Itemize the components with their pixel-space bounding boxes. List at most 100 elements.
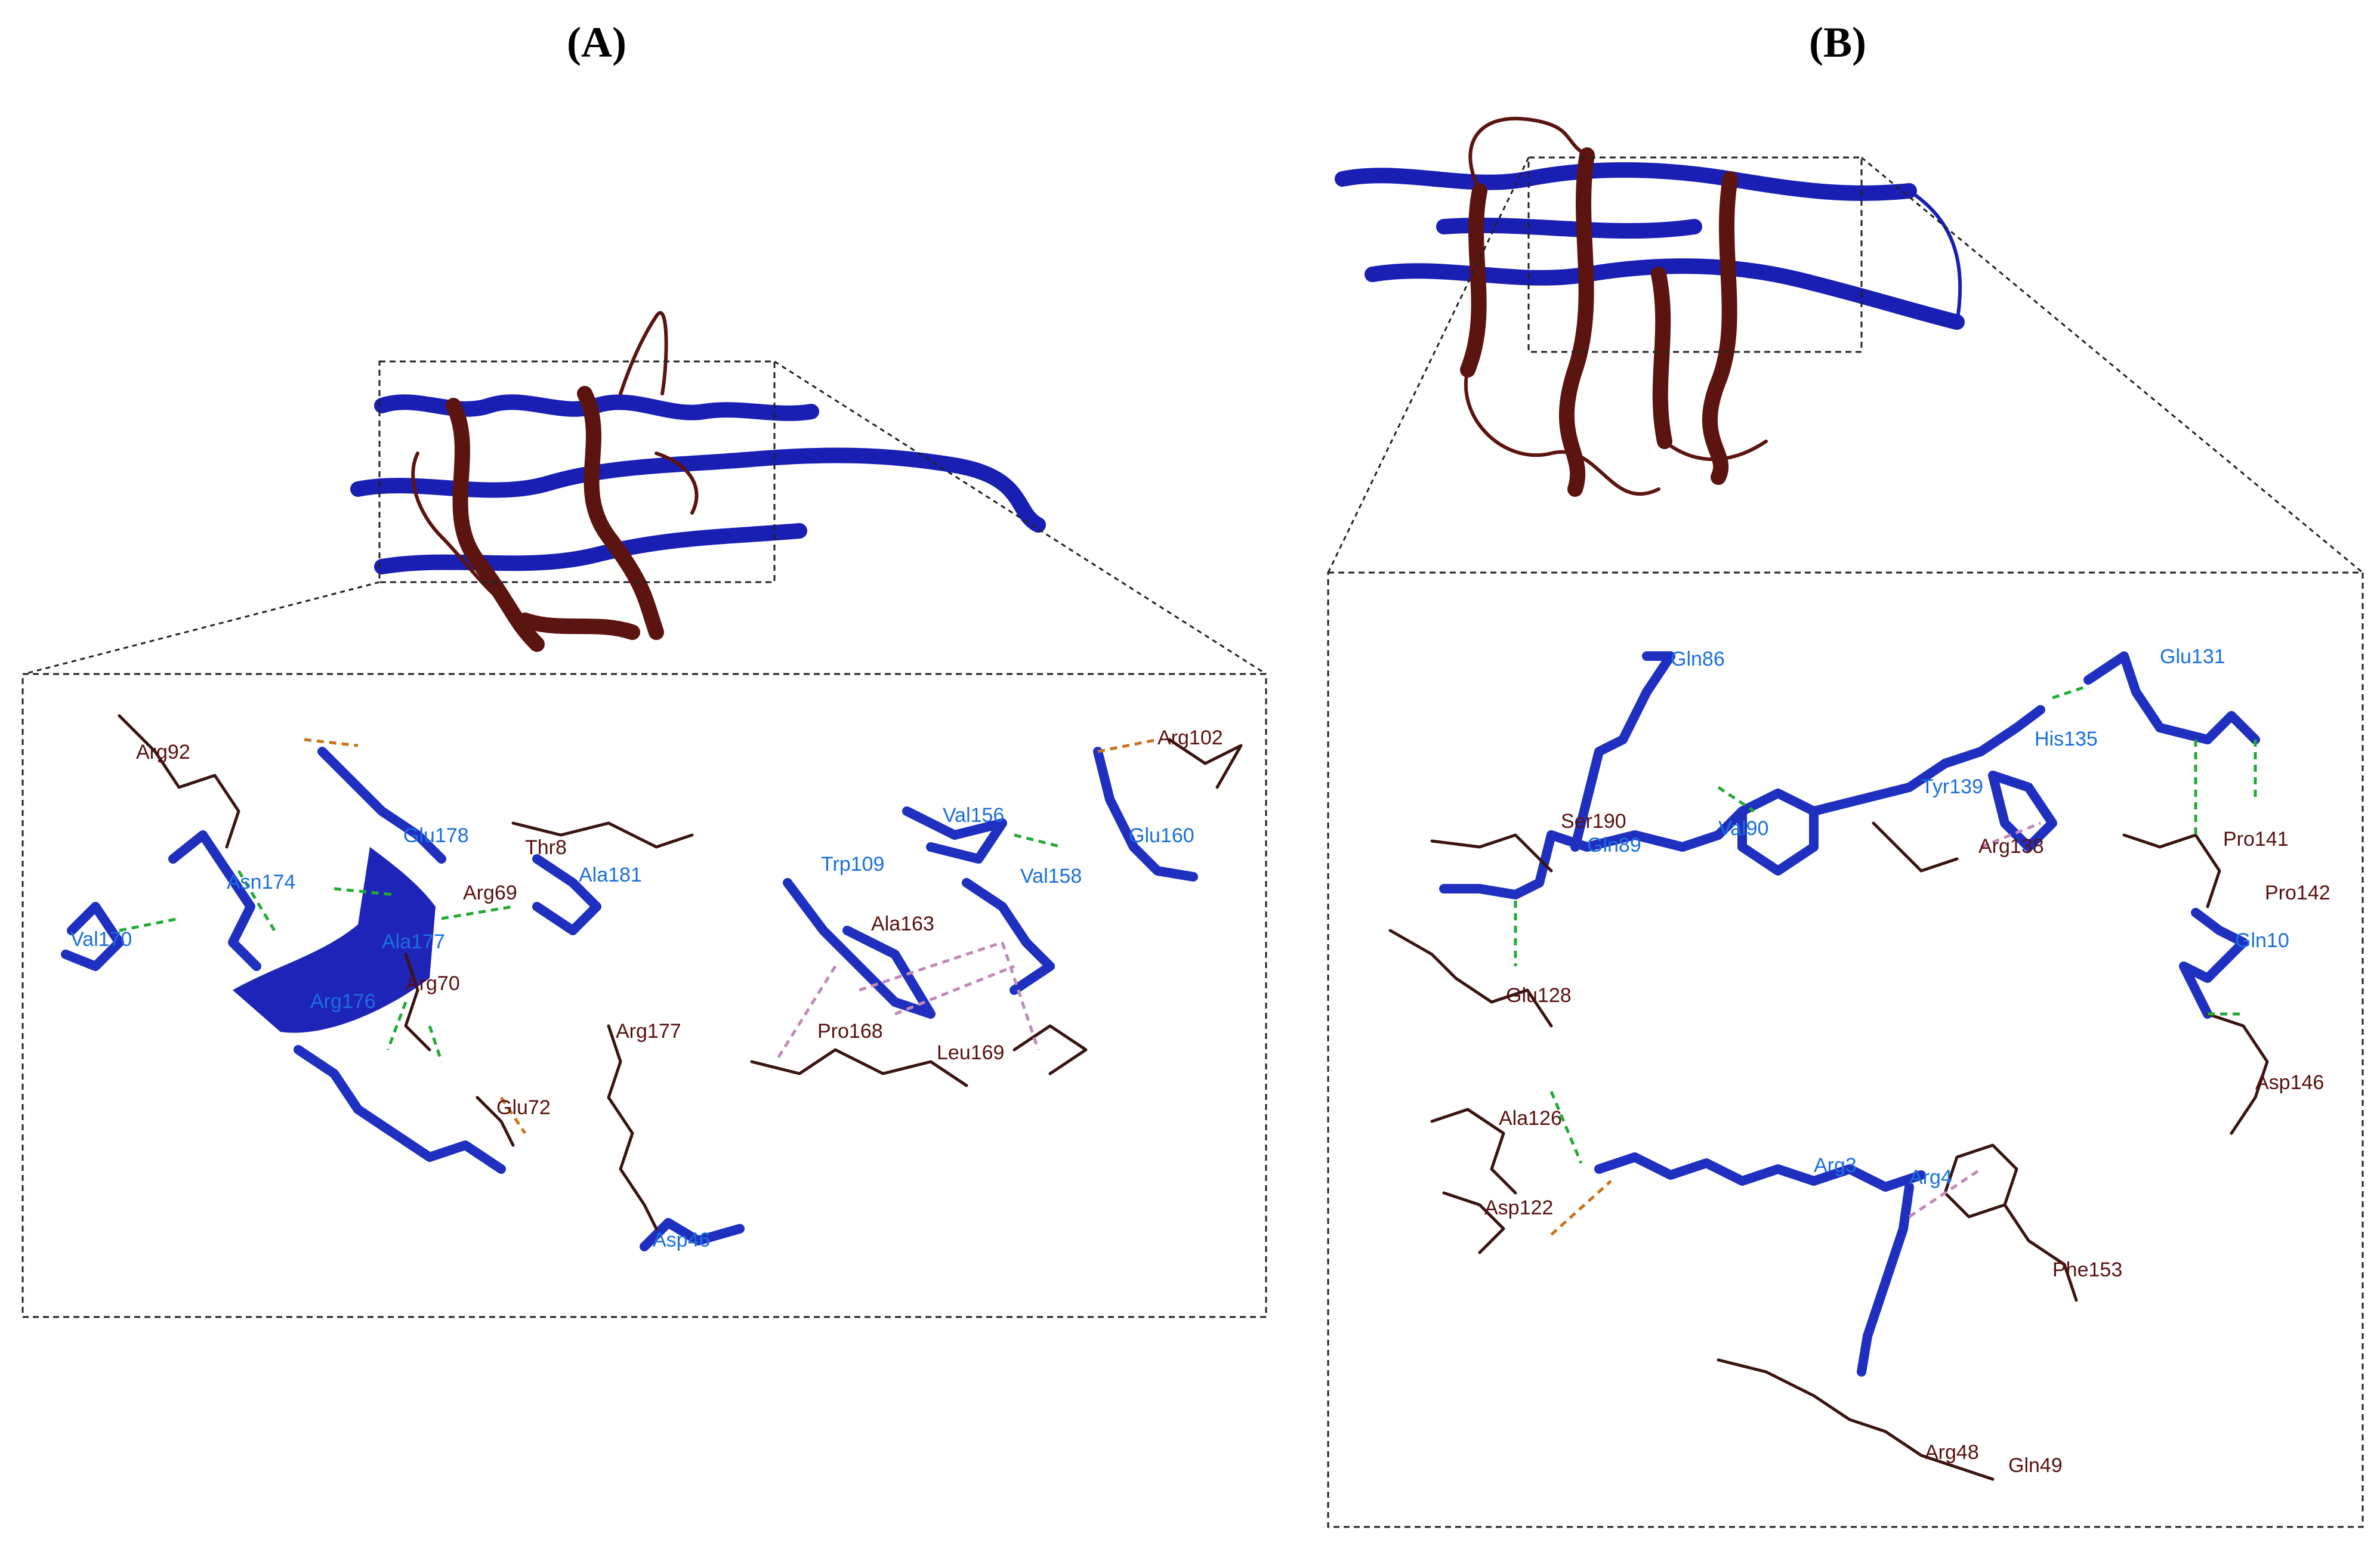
panel-a: Asn174 Val170 Glu178 Ala177 Arg176 Ala18… bbox=[21, 311, 1267, 1318]
coil-brown-b3 bbox=[1663, 440, 1768, 461]
residue-label-ala163: Ala163 bbox=[871, 913, 934, 935]
panel-b-overview-box bbox=[1527, 156, 1863, 353]
stick-brown-b9 bbox=[2003, 1203, 2078, 1302]
stick-brown-a2 bbox=[511, 821, 694, 849]
hydrophobic-a1 bbox=[774, 965, 837, 1063]
residue-label-pro142: Pro142 bbox=[2265, 882, 2330, 904]
helix-brown-b2 bbox=[1558, 147, 1595, 497]
residue-label-glu178: Glu178 bbox=[403, 824, 469, 847]
residue-label-arg70: Arg70 bbox=[406, 972, 460, 995]
stick-blue-b3 bbox=[1737, 789, 1819, 876]
residue-label-arg177: Arg177 bbox=[616, 1020, 681, 1043]
helix-brown-b4 bbox=[1651, 267, 1672, 449]
panel-a-interaction-view: Asn174 Val170 Glu178 Ala177 Arg176 Ala18… bbox=[61, 714, 1243, 1251]
helix-brown-a1 bbox=[446, 398, 545, 652]
stick-blue-a5 bbox=[294, 1045, 506, 1174]
residue-label-glu131: Glu131 bbox=[2160, 645, 2225, 668]
helix-brown-b1 bbox=[1460, 183, 1487, 378]
helix-brown-a3 bbox=[517, 613, 640, 640]
stick-blue-b8 bbox=[2179, 908, 2248, 1019]
residue-label-arg138: Arg138 bbox=[1978, 835, 2044, 858]
panel-a-guide-right bbox=[774, 360, 1267, 675]
residue-label-glu72: Glu72 bbox=[496, 1096, 551, 1119]
stick-blue-a6 bbox=[783, 878, 936, 1019]
stick-blue-b6 bbox=[2083, 651, 2260, 744]
stick-blue-b7 bbox=[1439, 830, 1556, 899]
coil-brown-b1 bbox=[1468, 116, 1589, 193]
stick-blue-b10 bbox=[1857, 1182, 1914, 1377]
hbond-a1 bbox=[119, 917, 180, 932]
residue-label-pro141: Pro141 bbox=[2223, 828, 2289, 851]
residue-label-ser190: Ser190 bbox=[1561, 810, 1626, 833]
residue-label-thr8: Thr8 bbox=[525, 836, 567, 859]
stick-brown-a1 bbox=[118, 714, 240, 849]
stick-brown-a4 bbox=[476, 1096, 515, 1147]
stick-blue-b9 bbox=[1594, 1152, 1926, 1192]
residue-label-phe153: Phe153 bbox=[2052, 1259, 2122, 1281]
stick-brown-a5 bbox=[607, 1024, 658, 1230]
stick-blue-a8 bbox=[962, 878, 1055, 995]
stick-blue-a7 bbox=[902, 806, 1007, 864]
panel-b-interaction-view: Gln86 Gln89 Val90 Tyr139 His135 Glu131 G… bbox=[1388, 645, 2330, 1481]
hbond-a7 bbox=[1014, 833, 1063, 849]
residue-label-gln49: Gln49 bbox=[2008, 1454, 2063, 1477]
residue-label-val170: Val170 bbox=[70, 928, 132, 951]
hydrophobic-b1 bbox=[1980, 821, 2041, 849]
stick-brown-a7 bbox=[1012, 1024, 1088, 1075]
stick-blue-a4 bbox=[532, 854, 601, 935]
stick-blue-b5 bbox=[1988, 771, 2057, 852]
coil-brown-a3 bbox=[655, 452, 699, 515]
hbond-a4 bbox=[441, 905, 514, 920]
stick-brown-b3 bbox=[1872, 821, 1959, 873]
helix-blue-b1 bbox=[1335, 162, 1917, 201]
stick-blue-a10 bbox=[640, 1218, 745, 1251]
panel-b-overview-structure bbox=[1335, 116, 1965, 497]
hydrophobic-b2 bbox=[1908, 1167, 1982, 1219]
coil-brown-a1 bbox=[619, 311, 668, 395]
residue-label-arg69: Arg69 bbox=[463, 882, 517, 904]
residue-label-asn174: Asn174 bbox=[227, 871, 295, 893]
panel-b: Gln86 Gln89 Val90 Tyr139 His135 Glu131 G… bbox=[1327, 116, 2364, 1528]
stick-blue-b4 bbox=[1809, 705, 2045, 816]
residue-label-glu160: Glu160 bbox=[1129, 824, 1194, 847]
panel-label-b: (B) bbox=[1809, 18, 1866, 66]
residue-label-val90: Val90 bbox=[1718, 817, 1768, 840]
stick-blue-a9 bbox=[1093, 747, 1198, 882]
residue-label-arg48: Arg48 bbox=[1925, 1441, 1979, 1464]
hbond-b2 bbox=[2052, 684, 2089, 700]
residue-label-arg3: Arg3 bbox=[1814, 1154, 1857, 1177]
saltbridge-a2 bbox=[1097, 738, 1158, 753]
residue-label-arg102: Arg102 bbox=[1157, 726, 1223, 749]
residue-label-arg4: Arg4 bbox=[1909, 1166, 1952, 1189]
stick-brown-a3 bbox=[404, 953, 431, 1052]
residue-label-trp109: Trp109 bbox=[821, 853, 884, 876]
residue-label-asp46: Asp46 bbox=[653, 1229, 710, 1251]
residue-label-tyr139: Tyr139 bbox=[1921, 775, 1983, 798]
hbond-a5 bbox=[386, 1001, 408, 1050]
stick-brown-b6 bbox=[1430, 1108, 1517, 1195]
stick-brown-b7 bbox=[1442, 1191, 1505, 1254]
residue-label-val158: Val158 bbox=[1020, 865, 1082, 888]
residue-label-arg176: Arg176 bbox=[310, 990, 376, 1013]
residue-label-his135: His135 bbox=[2035, 728, 2098, 750]
panel-b-zoom-box bbox=[1327, 571, 2364, 1528]
panel-a-zoom-box bbox=[21, 673, 1267, 1318]
panel-b-guide-right bbox=[1861, 156, 2363, 574]
saltbridge-a1 bbox=[304, 738, 359, 747]
stick-blue-b2 bbox=[1546, 806, 1747, 852]
stick-blue-a2 bbox=[168, 830, 261, 971]
panel-label-a: (A) bbox=[567, 18, 626, 66]
hydrophobic-a3 bbox=[1001, 942, 1040, 1050]
stick-brown-a8 bbox=[1168, 738, 1243, 789]
residue-label-pro168: Pro168 bbox=[817, 1020, 883, 1043]
stick-brown-b2 bbox=[1388, 929, 1553, 1028]
stick-brown-b5 bbox=[2206, 1012, 2269, 1135]
stick-blue-a3 bbox=[317, 747, 446, 864]
helix-blue-a2 bbox=[350, 447, 1046, 533]
hydrophobic-a4 bbox=[894, 964, 1015, 1016]
coil-brown-b2 bbox=[1464, 368, 1660, 496]
residue-label-ala177: Ala177 bbox=[382, 930, 445, 953]
residue-label-gln86: Gln86 bbox=[1671, 648, 1725, 670]
hydrophobic-a2 bbox=[859, 941, 1003, 992]
